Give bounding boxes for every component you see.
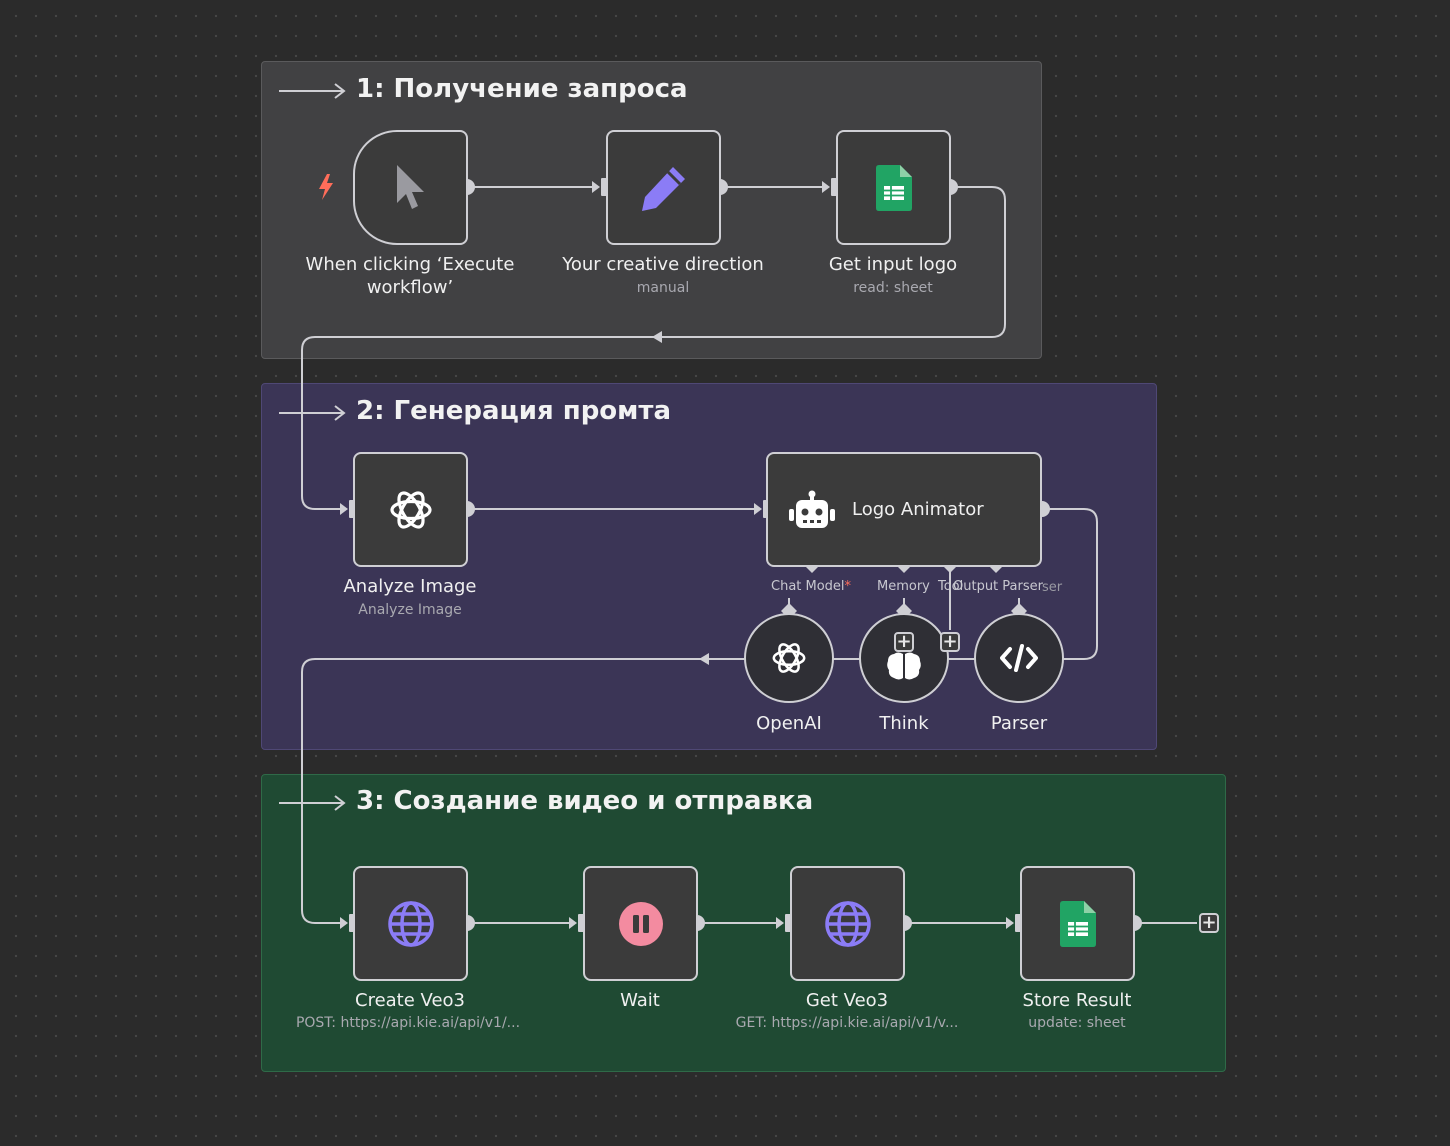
store-result-label: Store Result bbox=[1022, 990, 1132, 1011]
trigger-node-label: When clicking ‘Execute workflow’ bbox=[305, 254, 515, 298]
globe-icon bbox=[824, 900, 871, 947]
creative-direction-sub: manual bbox=[636, 280, 690, 296]
pause-icon bbox=[618, 901, 663, 946]
think-memory-node[interactable] bbox=[859, 613, 949, 703]
get-input-logo-sub: read: sheet bbox=[853, 280, 933, 296]
create-veo3-sub: POST: https://api.kie.ai/api/v1/... bbox=[295, 1015, 521, 1031]
trigger-node[interactable] bbox=[353, 130, 468, 245]
add-node-button[interactable]: + bbox=[1199, 913, 1219, 933]
get-input-logo-label: Get input logo bbox=[828, 254, 958, 275]
port-output-parser-label[interactable]: Output Parser bbox=[953, 579, 1043, 594]
creative-direction-node[interactable] bbox=[606, 130, 721, 245]
tool-add-button[interactable]: + bbox=[940, 632, 960, 652]
cursor-icon bbox=[396, 164, 424, 209]
logo-animator-label: Logo Animator bbox=[852, 499, 984, 520]
openai-icon bbox=[389, 490, 432, 529]
required-marker: * bbox=[844, 579, 852, 594]
group-3-title: 3: Создание видео и отправка bbox=[356, 786, 814, 816]
openai-node-label: OpenAI bbox=[756, 713, 822, 734]
get-veo3-label: Get Veo3 bbox=[805, 990, 889, 1011]
port-memory-label[interactable]: Memory bbox=[877, 579, 930, 594]
creative-direction-label: Your creative direction bbox=[562, 254, 764, 275]
group-2-title: 2: Генерация промта bbox=[356, 396, 672, 426]
brain-icon bbox=[887, 652, 921, 680]
trigger-bolt-icon bbox=[319, 174, 333, 200]
create-veo3-node[interactable] bbox=[353, 866, 468, 981]
globe-icon bbox=[387, 900, 434, 947]
robot-icon bbox=[789, 490, 835, 528]
parser-node[interactable] bbox=[974, 613, 1064, 703]
openai-icon bbox=[772, 643, 806, 673]
wait-node[interactable] bbox=[583, 866, 698, 981]
think-node-label: Think bbox=[879, 713, 929, 734]
think-add-button[interactable]: + bbox=[894, 632, 914, 652]
google-sheets-icon bbox=[1059, 900, 1096, 947]
get-input-logo-node[interactable] bbox=[836, 130, 951, 245]
create-veo3-label: Create Veo3 bbox=[355, 990, 465, 1011]
store-result-sub: update: sheet bbox=[1028, 1015, 1126, 1031]
store-result-node[interactable] bbox=[1020, 866, 1135, 981]
analyze-image-node[interactable] bbox=[353, 452, 468, 567]
port-chat-model-label[interactable]: Chat Model* bbox=[771, 579, 851, 594]
analyze-image-sub: Analyze Image bbox=[358, 602, 462, 618]
get-veo3-node[interactable] bbox=[790, 866, 905, 981]
openai-chat-model-node[interactable] bbox=[744, 613, 834, 703]
get-veo3-sub: GET: https://api.kie.ai/api/v1/v... bbox=[735, 1015, 959, 1031]
analyze-image-label: Analyze Image bbox=[343, 576, 477, 597]
parser-node-label: Parser bbox=[990, 713, 1048, 734]
port-output-parser-overlap: ser bbox=[1042, 580, 1063, 595]
code-icon bbox=[1000, 644, 1038, 672]
google-sheets-icon bbox=[875, 164, 912, 211]
port-tool-label[interactable]: Tool bbox=[938, 579, 964, 594]
logo-animator-node[interactable]: Logo Animator bbox=[766, 452, 1042, 567]
pencil-icon bbox=[641, 166, 685, 211]
group-1-title: 1: Получение запроса bbox=[356, 74, 688, 104]
port-chat-model-text: Chat Model bbox=[771, 579, 845, 594]
wait-node-label: Wait bbox=[620, 990, 660, 1011]
